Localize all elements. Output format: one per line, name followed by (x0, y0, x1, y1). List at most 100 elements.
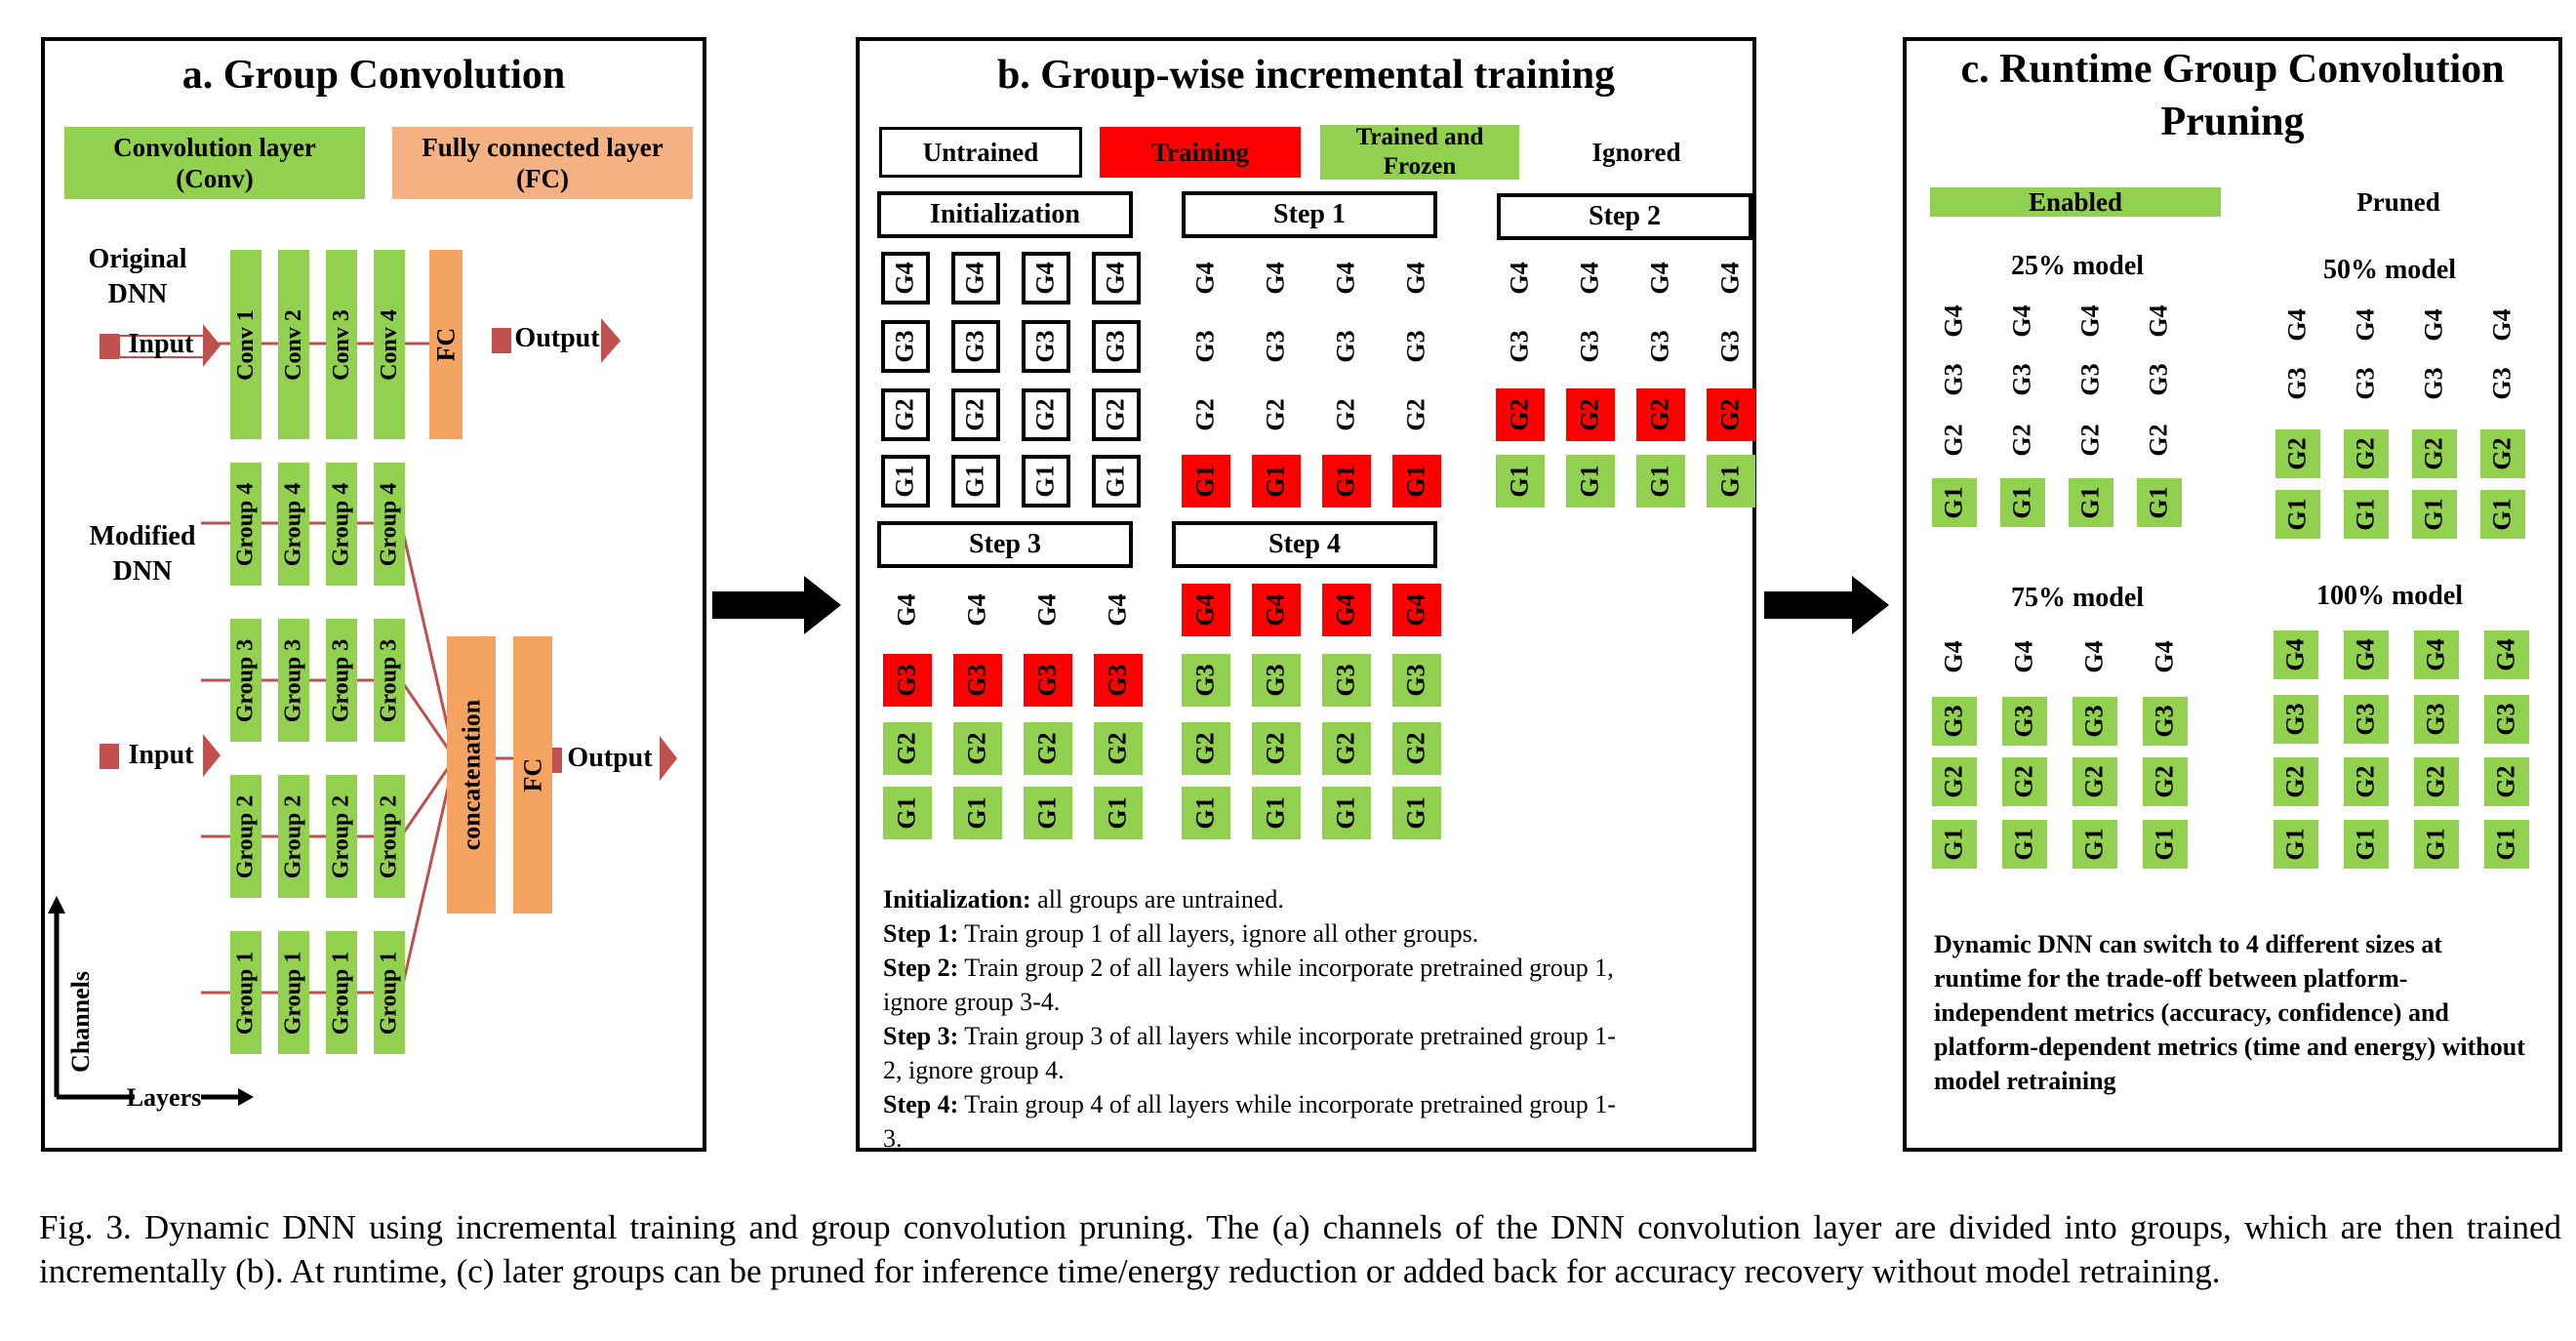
training-description: Initialization: all groups are untrained… (883, 882, 1625, 1156)
group-g2-box: G2 (1182, 722, 1230, 775)
group-g4-box: G4 (1401, 262, 1430, 295)
group-1-cell: Group 1 (326, 931, 357, 1054)
group-g1-box: G1 (1322, 787, 1371, 839)
group-g1-box: G1 (2069, 478, 2113, 527)
group-g1-box: G1 (2344, 490, 2389, 539)
figure-caption: Fig. 3. Dynamic DNN using incremental tr… (39, 1208, 2561, 1290)
group-g2-box: G2 (2274, 757, 2318, 806)
group-g2-box: G2 (1392, 722, 1441, 775)
group-2-cell: Group 2 (278, 775, 309, 898)
group-g2-box: G2 (1322, 722, 1371, 775)
panel-c: c. Runtime Group Convolution Pruning Ena… (1903, 37, 2562, 1152)
group-3-cell: Group 3 (326, 619, 357, 742)
group-g1-box: G1 (1252, 787, 1301, 839)
group-g4-box: G4 (2487, 308, 2516, 342)
group-g3-box: G3 (2007, 363, 2036, 396)
desc-step-4: Step 4: Train group 4 of all layers whil… (883, 1090, 1616, 1153)
modified-input-label: Input (128, 740, 194, 770)
group-g2-box: G2 (2007, 424, 2036, 457)
group-g2-box: G2 (881, 388, 930, 441)
group-g2-box: G2 (2073, 757, 2117, 806)
group-g4-box: G4 (1645, 262, 1674, 295)
group-g1-box: G1 (883, 787, 932, 839)
group-g3-box: G3 (2484, 695, 2529, 744)
original-input-label: Input (128, 329, 194, 359)
group-1-cell: Group 1 (374, 931, 405, 1054)
conv-4-layer: Conv 4 (374, 250, 405, 439)
model-75-label: 75% model (2010, 583, 2145, 613)
group-g4-box: G4 (1715, 262, 1745, 295)
group-g1-box: G1 (951, 455, 1000, 508)
group-1-cell: Group 1 (278, 931, 309, 1054)
group-g1-box: G1 (2412, 490, 2457, 539)
group-g4-box: G4 (962, 593, 991, 627)
group-g1-box: G1 (1932, 478, 1977, 527)
group-g3-box: G3 (953, 654, 1002, 707)
group-g1-box: G1 (2414, 820, 2459, 869)
legend-conv-layer: Convolution layer (Conv) (64, 127, 365, 199)
group-g4-box: G4 (2414, 630, 2459, 679)
group-g1-box: G1 (1707, 455, 1755, 508)
group-2-cell: Group 2 (374, 775, 405, 898)
group-g2-box: G2 (1707, 388, 1755, 441)
group-g1-box: G1 (1024, 787, 1072, 839)
group-g4-box: G4 (1575, 262, 1604, 295)
original-dnn-label: Original DNN (88, 244, 187, 309)
group-g3-box: G3 (2144, 363, 2173, 396)
group-g1-box: G1 (1182, 455, 1230, 508)
group-g3-box: G3 (1024, 654, 1072, 707)
stage-initialization: Initialization (877, 191, 1133, 238)
group-g4-box: G4 (2079, 640, 2109, 673)
group-g4-box: G4 (2419, 308, 2448, 342)
group-g1-box: G1 (2000, 478, 2045, 527)
group-g4-box: G4 (951, 252, 1000, 305)
group-g3-box: G3 (1715, 330, 1745, 363)
modified-fc-layer: FC (513, 636, 552, 914)
desc-step-3: Step 3: Train group 3 of all layers whil… (883, 1022, 1616, 1084)
group-g3-box: G3 (881, 320, 930, 373)
group-g3-box: G3 (2419, 367, 2448, 400)
legend-ignored: Ignored (1591, 138, 1681, 167)
group-g1-box: G1 (2143, 820, 2188, 869)
group-g2-box: G2 (1331, 398, 1360, 431)
group-g3-box: G3 (2487, 367, 2516, 400)
group-g3-box: G3 (2075, 363, 2105, 396)
group-g4-box: G4 (2282, 308, 2312, 342)
group-4-cell: Group 4 (230, 463, 262, 586)
group-g2-box: G2 (2414, 757, 2459, 806)
panel-a: a. Group Convolution Convolution layer (… (41, 37, 706, 1152)
group-g4-box: G4 (2484, 630, 2529, 679)
group-g3-box: G3 (1939, 363, 1968, 396)
group-g4-box: G4 (1261, 262, 1290, 295)
group-g4-box: G4 (1939, 640, 1968, 673)
group-g3-box: G3 (883, 654, 932, 707)
group-g1-box: G1 (1182, 787, 1230, 839)
conv-1-layer: Conv 1 (230, 250, 262, 439)
legend-pruned: Pruned (2356, 187, 2440, 217)
group-4-cell: Group 4 (278, 463, 309, 586)
group-g1-box: G1 (953, 787, 1002, 839)
panel-c-title: c. Runtime Group Convolution Pruning (1960, 47, 2505, 144)
group-g1-box: G1 (1322, 455, 1371, 508)
group-g3-box: G3 (1505, 330, 1534, 363)
stage-step-1: Step 1 (1182, 191, 1437, 238)
group-g2-box: G2 (2412, 429, 2457, 478)
group-g4-box: G4 (2351, 308, 2380, 342)
group-g1-box: G1 (2484, 820, 2529, 869)
group-g3-box: G3 (2073, 697, 2117, 746)
group-g3-box: G3 (1092, 320, 1141, 373)
group-g1-box: G1 (2344, 820, 2389, 869)
group-g4-box: G4 (1103, 593, 1132, 627)
stage-step-2: Step 2 (1497, 193, 1752, 240)
group-g3-box: G3 (1401, 330, 1430, 363)
group-g2-box: G2 (2484, 757, 2529, 806)
group-g2-box: G2 (1401, 398, 1430, 431)
group-g2-box: G2 (1939, 424, 1968, 457)
group-g1-box: G1 (1636, 455, 1685, 508)
group-g1-box: G1 (2002, 820, 2047, 869)
group-g3-box: G3 (2002, 697, 2047, 746)
model-50-label: 50% model (2322, 255, 2457, 285)
group-2-cell: Group 2 (230, 775, 262, 898)
group-g4-box: G4 (1392, 584, 1441, 636)
layers-axis-label: Layers (126, 1083, 202, 1112)
